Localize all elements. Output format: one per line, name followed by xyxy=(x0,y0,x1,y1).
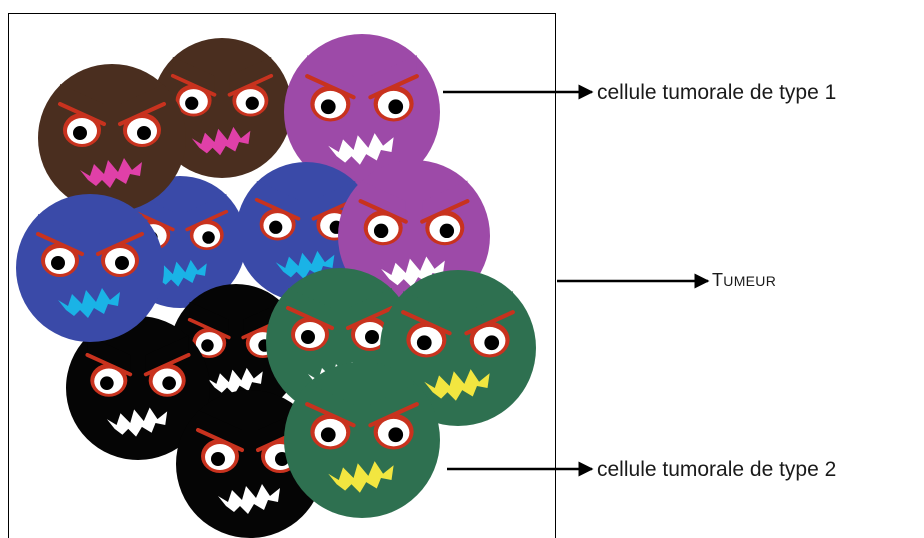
cell-eyes xyxy=(58,84,166,147)
cell-mouth xyxy=(151,259,207,287)
cell-eyes xyxy=(85,335,191,397)
cell-eyes xyxy=(305,55,419,122)
label-tumor-rest: UMEUR xyxy=(723,273,777,289)
cell-mouth xyxy=(80,158,142,188)
cell-eyes xyxy=(36,214,144,277)
cell-green-bottom xyxy=(284,362,440,518)
cell-mouth xyxy=(191,126,251,156)
cell-mouth xyxy=(424,369,490,401)
cell-blue-center xyxy=(236,162,376,302)
cell-mouth xyxy=(328,133,394,165)
cell-brown-front xyxy=(38,64,186,212)
label-tumor-initial: T xyxy=(712,270,724,290)
cell-brown-back xyxy=(152,38,292,178)
label-cell-type-1: cellule tumorale de type 1 xyxy=(597,81,837,104)
cell-mouth xyxy=(328,461,394,493)
cell-mouth xyxy=(207,367,263,395)
label-cell-type-2: cellule tumorale de type 2 xyxy=(597,458,837,481)
cell-eyes xyxy=(170,56,274,117)
cell-eyes xyxy=(305,383,419,450)
cell-purple-top xyxy=(284,34,440,190)
cell-mouth xyxy=(218,484,280,514)
tumor-cells xyxy=(16,34,536,538)
cell-eyes xyxy=(254,180,358,241)
label-tumor: TUMEUR xyxy=(712,270,776,291)
cell-mouth xyxy=(106,407,168,437)
cell-eyes xyxy=(358,180,470,246)
cell-mouth xyxy=(58,288,120,318)
cell-black-bottom-left xyxy=(66,316,210,460)
cell-blue-left xyxy=(16,194,164,342)
cell-eyes xyxy=(286,288,394,351)
cell-eyes xyxy=(401,291,515,358)
